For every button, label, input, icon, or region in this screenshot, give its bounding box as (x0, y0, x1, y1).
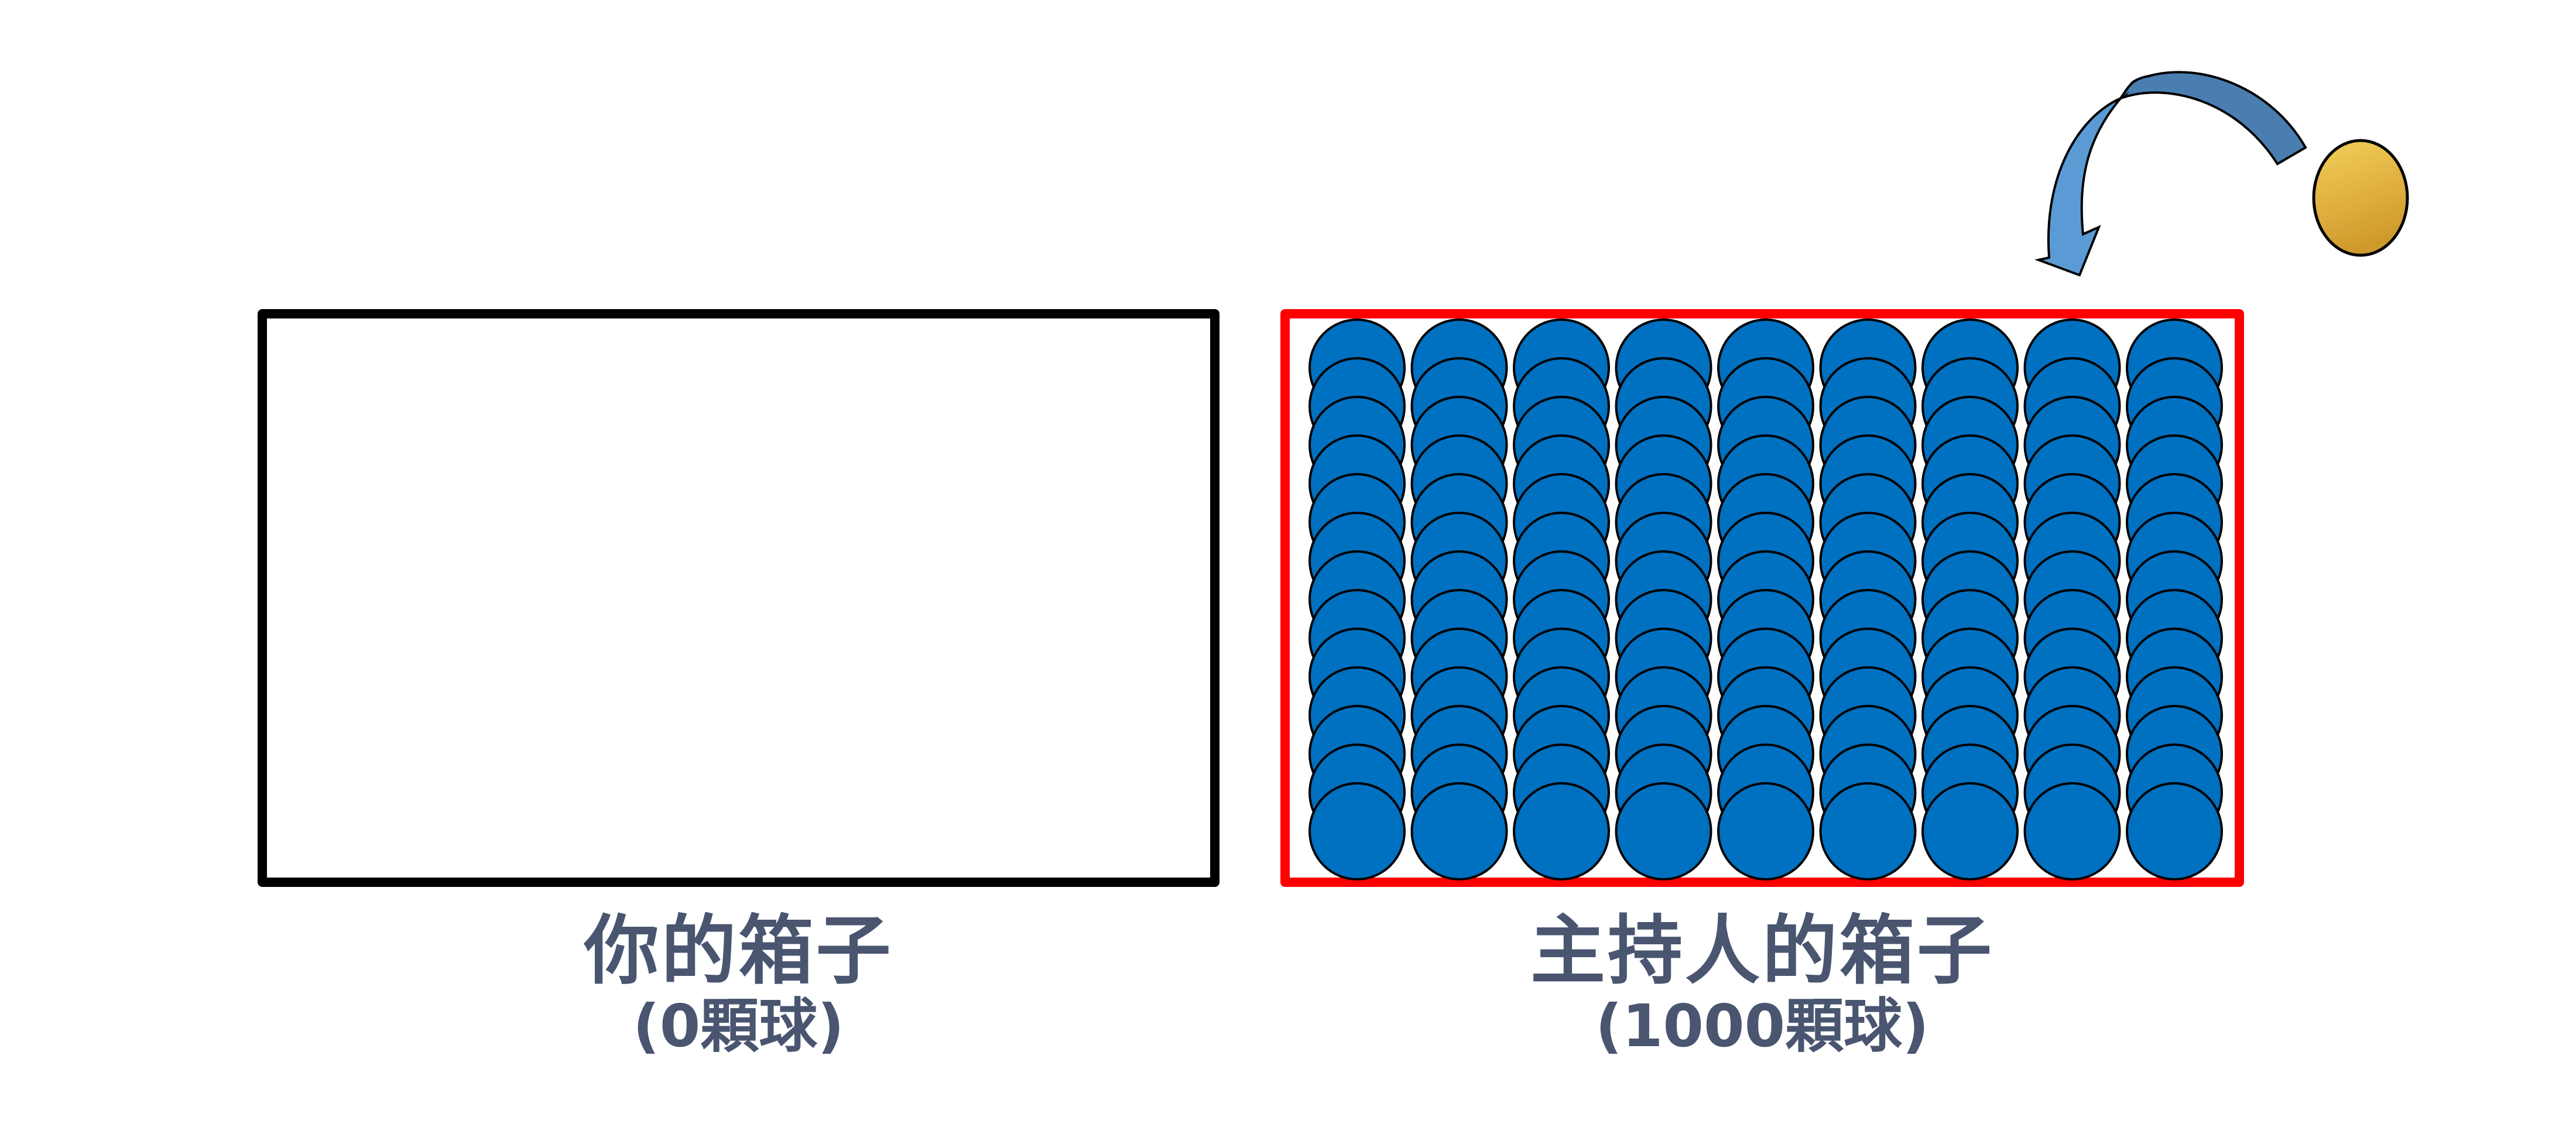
blue-ball-icon (1615, 782, 1712, 880)
host-box-label: 主持人的箱子 (1000顆球) (1280, 910, 2244, 1060)
blue-ball-icon (1921, 782, 2019, 880)
your-box-label: 你的箱子 (0顆球) (258, 910, 1220, 1060)
blue-ball-icon (2023, 782, 2121, 880)
host-box-count: (1000顆球) (1595, 992, 1929, 1060)
host-box-title: 主持人的箱子 (1530, 907, 1994, 995)
blue-ball-icon (1410, 782, 1508, 880)
your-box (258, 309, 1220, 887)
blue-ball-icon (1308, 782, 1406, 880)
host-ball-grid (1308, 318, 2223, 880)
blue-ball-icon (2126, 782, 2223, 880)
blue-ball-icon (1513, 782, 1610, 880)
gold-ball-icon (2312, 139, 2409, 257)
blue-ball-icon (1819, 782, 1917, 880)
your-box-count: (0顆球) (633, 992, 844, 1060)
curved-arrow-icon (2034, 71, 2307, 277)
blue-ball-icon (1717, 782, 1814, 880)
your-box-title: 你的箱子 (584, 907, 893, 995)
